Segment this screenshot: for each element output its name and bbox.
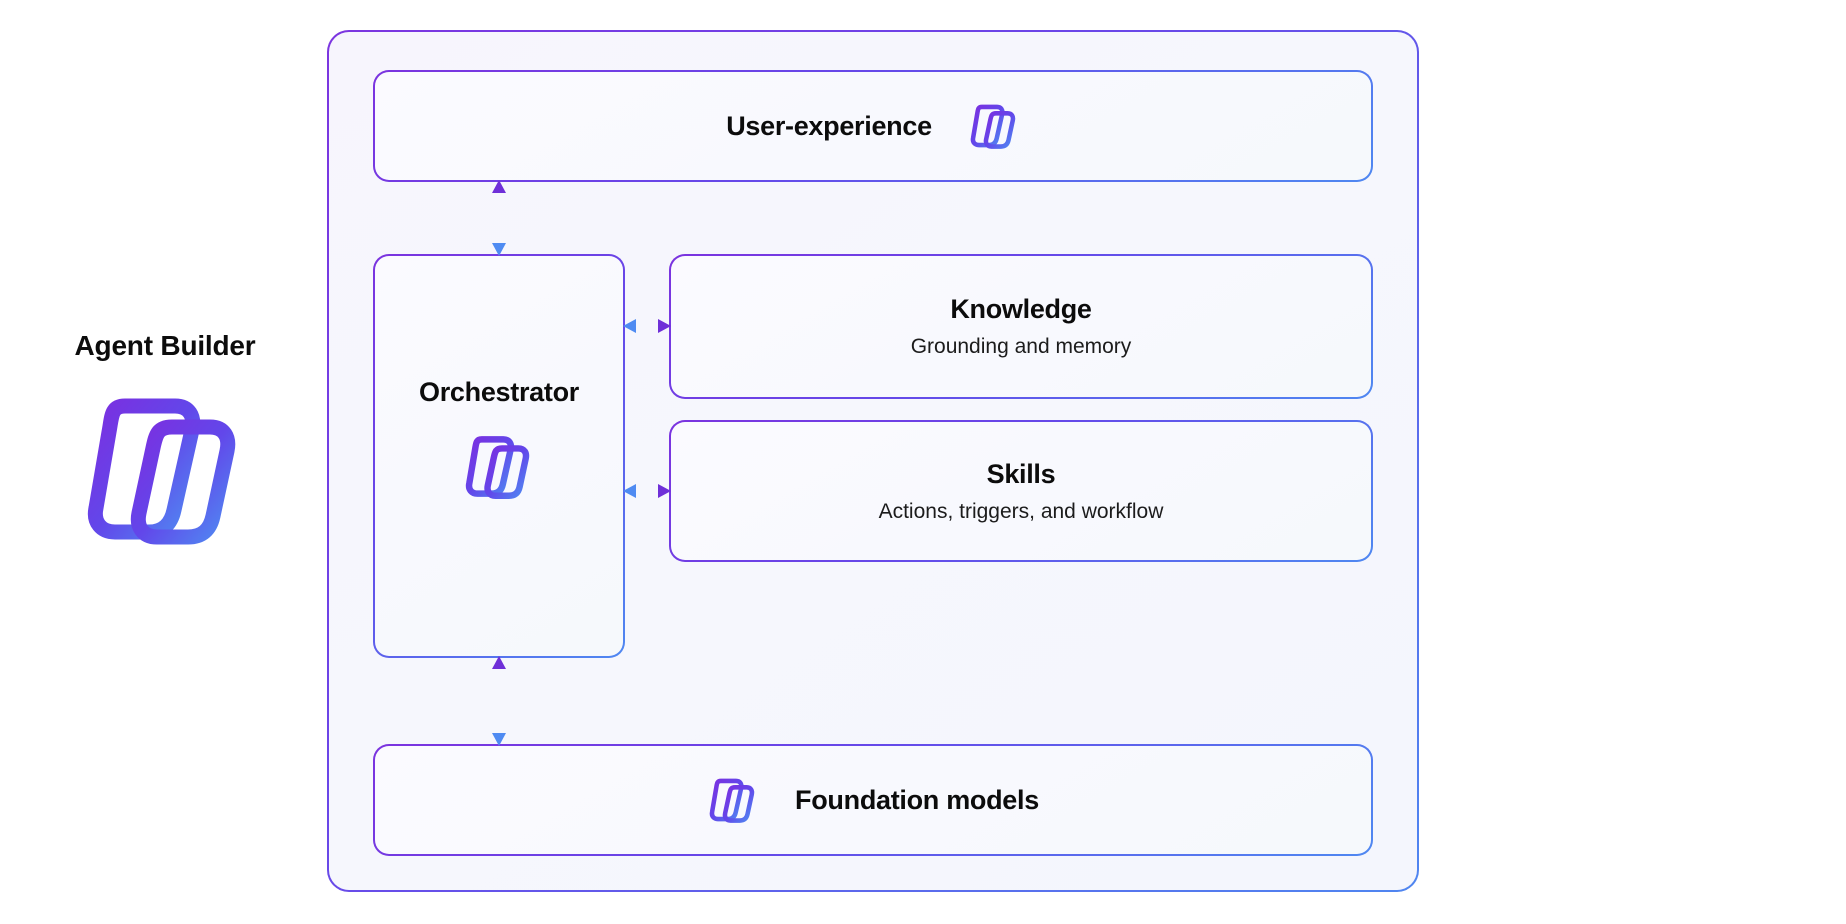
block-skills-subtitle: Actions, triggers, and workflow [878, 499, 1164, 523]
block-knowledge-content: Knowledge Grounding and memory [911, 294, 1132, 359]
block-knowledge: Knowledge Grounding and memory [669, 254, 1373, 399]
connector-orchestrator-skills [623, 479, 671, 503]
copilot-logo-icon [462, 434, 536, 499]
block-skills: Skills Actions, triggers, and workflow [669, 420, 1373, 562]
block-user-experience-content: User-experience [726, 103, 1020, 149]
block-skills-content: Skills Actions, triggers, and workflow [879, 459, 1164, 524]
block-orchestrator-title: Orchestrator [419, 377, 579, 407]
copilot-logo-icon [707, 777, 759, 823]
page-title: Agent Builder [74, 330, 256, 361]
block-foundation-models-title: Foundation models [795, 784, 1039, 815]
connector-orchestrator-foundation [487, 656, 511, 746]
block-orchestrator-content: Orchestrator [419, 377, 579, 499]
block-orchestrator: Orchestrator [373, 254, 625, 658]
block-user-experience-title: User-experience [726, 110, 932, 141]
connector-ux-orchestrator [487, 180, 511, 256]
block-knowledge-subtitle: Grounding and memory [910, 335, 1132, 358]
agent-architecture-container: User-experience [327, 30, 1419, 892]
connector-orchestrator-knowledge [623, 314, 671, 338]
block-foundation-models-content: Foundation models [707, 777, 1039, 823]
block-knowledge-title: Knowledge [950, 294, 1092, 324]
copilot-logo-icon [968, 103, 1020, 149]
block-skills-title: Skills [986, 458, 1056, 489]
block-user-experience: User-experience [373, 70, 1373, 182]
block-foundation-models: Foundation models [373, 744, 1373, 856]
copilot-logo-icon [79, 394, 251, 545]
brand-block: Agent Builder [40, 330, 290, 545]
